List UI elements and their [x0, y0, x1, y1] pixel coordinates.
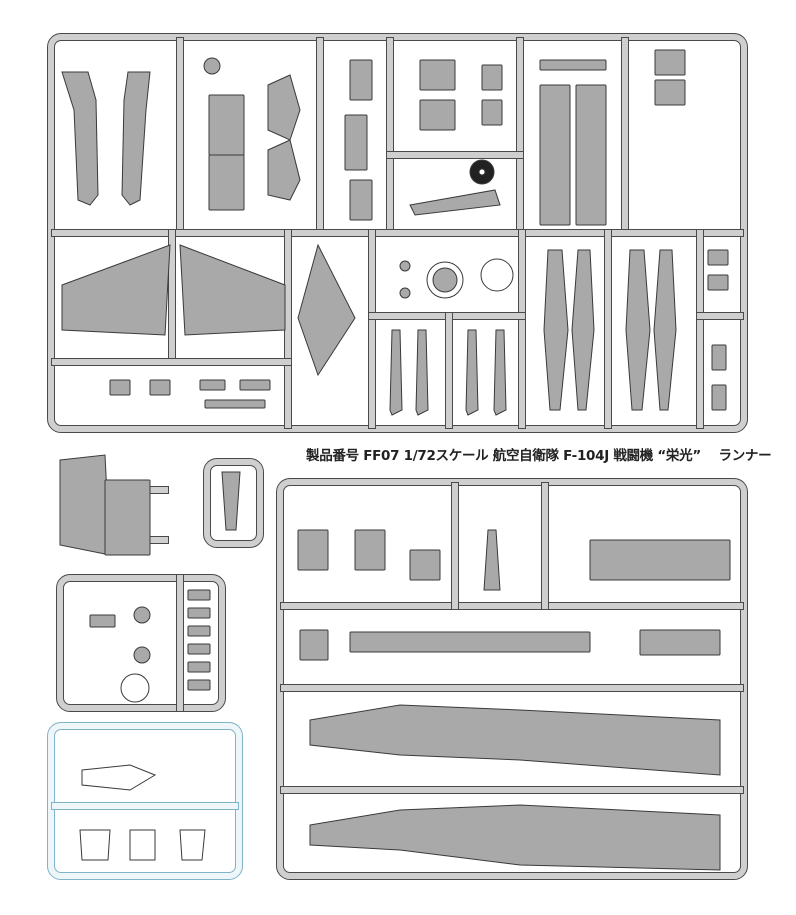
wheel-part — [133, 606, 151, 624]
runner-frames — [47, 33, 748, 880]
small-part — [187, 643, 211, 655]
canopy-clear-part — [79, 829, 111, 861]
wing-right — [179, 244, 286, 336]
small-part — [187, 661, 211, 673]
small-part — [711, 384, 727, 411]
panel-part — [204, 399, 266, 409]
canopy-clear-part — [81, 764, 157, 791]
fuselage-spine-part — [349, 631, 591, 653]
canopy-ring — [480, 258, 514, 292]
canopy-frame-part — [221, 471, 241, 531]
fuselage-right-half — [309, 804, 721, 871]
cockpit-side-part — [59, 454, 111, 556]
missile-part — [389, 329, 403, 416]
intake-part — [208, 94, 245, 156]
cockpit-part — [109, 379, 131, 396]
nose-cone-part — [299, 629, 329, 661]
round-part — [399, 260, 411, 272]
runner-frame-left — [57, 575, 225, 711]
panel-part — [349, 59, 373, 101]
wheel-hub — [478, 168, 486, 176]
runner-caption: 製品番号 FF07 1/72スケール 航空自衛隊 F-104J 戦闘機 “栄光”… — [306, 448, 772, 464]
wheel-part — [133, 646, 151, 664]
runner-frame-right — [277, 479, 747, 879]
strut-part — [409, 189, 501, 216]
runner-frame-small — [204, 459, 263, 547]
tire-part — [120, 673, 150, 703]
fuselage-left-half — [309, 704, 721, 776]
small-part — [89, 614, 116, 628]
tail-part — [267, 139, 301, 201]
missile-part — [493, 329, 507, 416]
small-part — [187, 589, 211, 601]
intake-ring-inner — [432, 267, 458, 293]
canopy-clear-part — [129, 829, 156, 861]
seat-frame-part — [654, 49, 686, 76]
gear-bay-part — [539, 84, 571, 226]
intake-part — [354, 529, 386, 571]
tail-part — [267, 74, 301, 141]
nose-part — [483, 529, 501, 591]
small-part — [707, 274, 729, 291]
seat-part — [419, 99, 456, 131]
intake-part — [409, 549, 441, 581]
small-part — [711, 344, 727, 371]
bar-part — [539, 59, 607, 71]
wing-left — [61, 244, 171, 336]
fuselage-half-left — [61, 71, 99, 206]
cockpit-floor-part — [104, 479, 151, 556]
panel-part — [239, 379, 271, 391]
seat-frame-part — [654, 79, 686, 106]
cockpit-part — [149, 379, 171, 396]
fuel-tank — [625, 249, 651, 411]
canopy-clear-part — [179, 829, 206, 861]
seat-part — [419, 59, 456, 91]
intake-part — [297, 529, 329, 571]
round-part — [399, 287, 411, 299]
missile-part — [415, 329, 429, 416]
fuselage-half-right — [121, 71, 151, 206]
small-part — [187, 625, 211, 637]
panel-part — [344, 114, 368, 171]
cockpit-part — [589, 539, 731, 581]
fuselage-spine-part — [639, 629, 721, 656]
panel-part — [199, 379, 226, 391]
seat-part — [481, 64, 503, 91]
kit-parts — [59, 49, 731, 871]
small-part — [187, 607, 211, 619]
fuel-tank — [543, 249, 569, 411]
fuel-tank — [571, 249, 595, 411]
runner-frame-clear — [48, 723, 242, 879]
round-part — [203, 57, 221, 75]
fuel-tank — [653, 249, 677, 411]
seat-part — [481, 99, 503, 126]
gear-bay-part — [575, 84, 607, 226]
vertical-fin — [297, 243, 356, 377]
panel-part — [349, 179, 373, 221]
intake-part — [208, 154, 245, 211]
small-part — [707, 249, 729, 266]
small-part — [187, 679, 211, 691]
missile-part — [465, 329, 479, 416]
